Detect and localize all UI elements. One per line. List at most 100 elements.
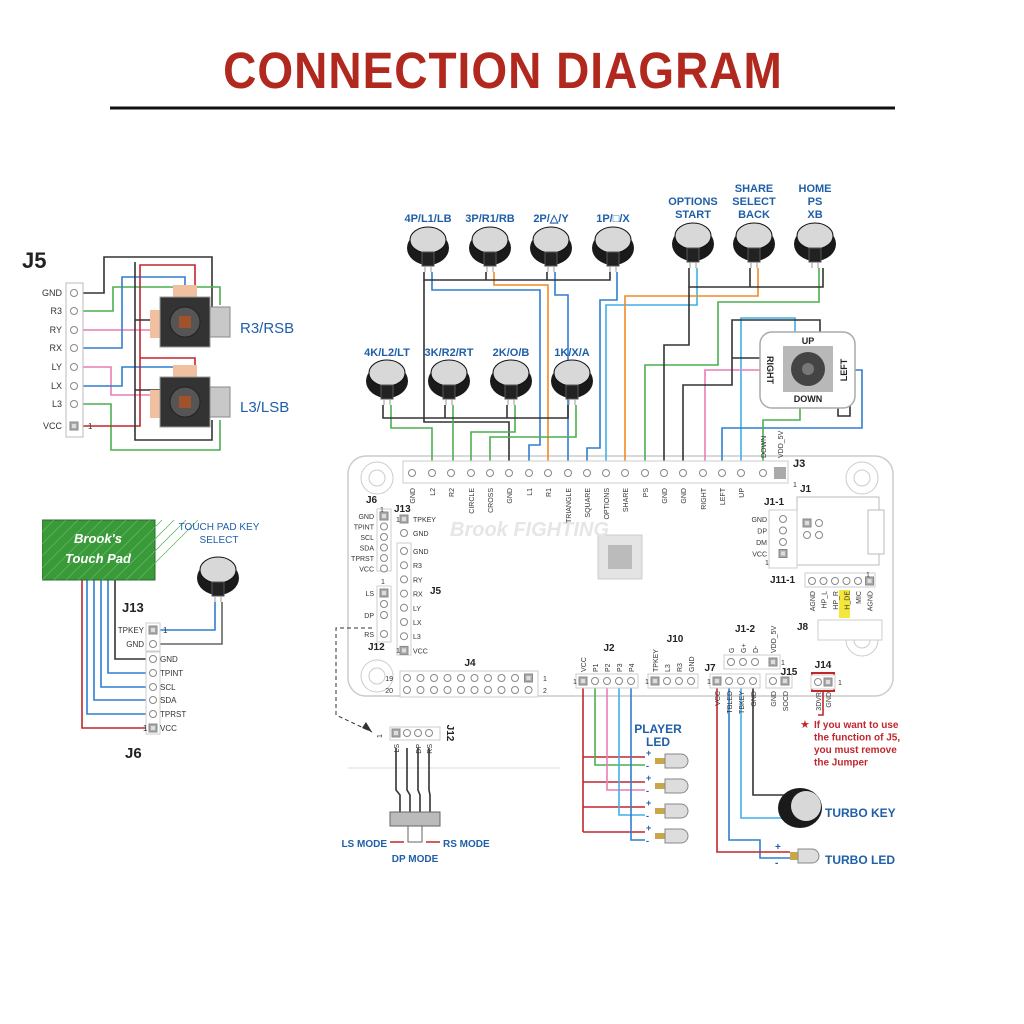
board-j5-pin-label: GND	[413, 549, 429, 556]
board-j5-pin-label: L3	[413, 634, 421, 641]
tp-j13-label: J13	[122, 600, 144, 615]
board-j14-pin	[814, 678, 822, 686]
board-j6-label: J6	[366, 495, 378, 506]
j1-pin	[815, 519, 823, 527]
j5-pin	[70, 307, 78, 315]
turbo-key-cap	[791, 791, 821, 821]
button-label: 1K/X/A	[554, 347, 590, 359]
board-j6-pin-label: VCC	[359, 567, 374, 574]
joystick-switch	[209, 306, 231, 338]
wire	[740, 688, 790, 819]
board-j14-pin-label: 3DVR	[816, 692, 823, 711]
board-j4-pin	[497, 686, 506, 694]
board-j11-1-pin	[831, 577, 839, 585]
jumper-note-line: the Jumper	[814, 758, 868, 769]
board-j4-pin	[524, 686, 533, 694]
wire	[586, 272, 618, 473]
turbo-led-minus: -	[775, 858, 778, 869]
turbo-key-label: TURBO KEY	[825, 806, 896, 820]
tp-j6-pin-label: GND	[160, 655, 178, 664]
board-j5-label: J5	[430, 586, 442, 597]
j5-pin-label: GND	[42, 288, 63, 298]
rs-mode-label: RS MODE	[443, 839, 490, 850]
board-j1_2-pin-label: G	[729, 648, 736, 653]
wire	[74, 276, 186, 349]
board-j10-pin1: 1	[645, 679, 649, 686]
joystick-pins	[173, 285, 197, 297]
led-minus: -	[646, 811, 649, 821]
touchpad-texture	[65, 519, 127, 581]
button-cap	[492, 359, 530, 387]
j3-pin	[447, 469, 455, 477]
button-cap	[368, 359, 406, 387]
touchpad-texture	[113, 519, 175, 581]
j3-pin-label: CIRCLE	[469, 488, 476, 514]
board-j4-pin	[511, 674, 519, 682]
board-j2-pin-label: VCC	[581, 657, 588, 672]
j3-pin-label: R2	[449, 488, 456, 497]
button-cap	[735, 222, 773, 250]
button-label: 3P/R1/RB	[465, 213, 515, 225]
j3-pin-label: LEFT	[720, 487, 727, 505]
j5-pin-label: RY	[50, 325, 62, 335]
board-j4-label: J4	[464, 658, 476, 669]
touchpad-texture	[125, 519, 187, 581]
led-legs	[655, 758, 665, 764]
board-j4-pin	[403, 674, 411, 682]
board-j5-pin-label: LY	[413, 606, 421, 613]
led-legs	[655, 783, 665, 789]
jumper-note-line: If you want to use	[814, 720, 899, 731]
r3-rsb-label: R3/RSB	[240, 320, 294, 337]
j4-pin-num: 1	[543, 676, 547, 683]
board-j2-pin	[603, 677, 611, 685]
mask	[0, 505, 42, 595]
board-j4-pin	[443, 686, 452, 694]
pin-pad	[771, 660, 775, 664]
j12-pin-label: RS	[427, 744, 434, 754]
pin-pad	[867, 579, 872, 583]
pin-pad	[783, 679, 787, 683]
board-j7-pin-label: TBKEY	[739, 691, 746, 714]
wire	[721, 369, 863, 473]
wire	[428, 748, 431, 812]
j3-pin	[737, 469, 745, 477]
board-j2-pin-label: P4	[629, 663, 636, 672]
player-led	[664, 753, 689, 769]
button-housing	[483, 251, 497, 267]
board-j1_2-pin1: 1	[781, 660, 785, 667]
touchpad-name: Brook's	[74, 531, 122, 546]
touch-pad-key-select-label: SELECT	[200, 535, 239, 546]
turbo-led-plus: +	[775, 842, 781, 853]
touchpad-texture	[101, 519, 163, 581]
note-star-icon: ★	[800, 719, 810, 731]
mounting-hole	[360, 659, 394, 693]
button-housing	[211, 581, 225, 597]
board-j11-1-pin-label: MIC	[856, 591, 863, 604]
led-plus: +	[646, 748, 651, 758]
wire	[155, 602, 216, 631]
board-j10-pin-label: TPKEY	[653, 649, 660, 672]
j3-pin	[467, 469, 475, 477]
wire	[107, 580, 153, 674]
pin-pad	[72, 424, 76, 428]
board-j6-pin	[380, 543, 388, 552]
board-j10-pin-label: R3	[677, 663, 684, 672]
j3-pin1	[774, 467, 786, 479]
led-plus: +	[646, 823, 651, 833]
board-j1-1-pin-label: VCC	[752, 552, 767, 559]
j5-pin-label: R3	[50, 306, 62, 316]
button-housing	[686, 247, 700, 263]
usb-connector-j1	[796, 496, 880, 566]
board-j13-pin-label: TPKEY	[413, 517, 436, 524]
board-j10-pin	[675, 677, 683, 685]
system-button-label: XB	[807, 209, 822, 221]
tp-j6-pin	[149, 683, 157, 691]
board-j12-pin	[380, 600, 388, 608]
board-j1-1-pin	[779, 538, 787, 546]
board-j12-pin-label: LS	[365, 591, 374, 598]
joystick-pins	[173, 365, 197, 377]
board-j7-pin1: 1	[707, 679, 711, 686]
tp-j13-pin1: 1	[163, 626, 168, 635]
board-j13-pin-label: GND	[413, 531, 429, 538]
